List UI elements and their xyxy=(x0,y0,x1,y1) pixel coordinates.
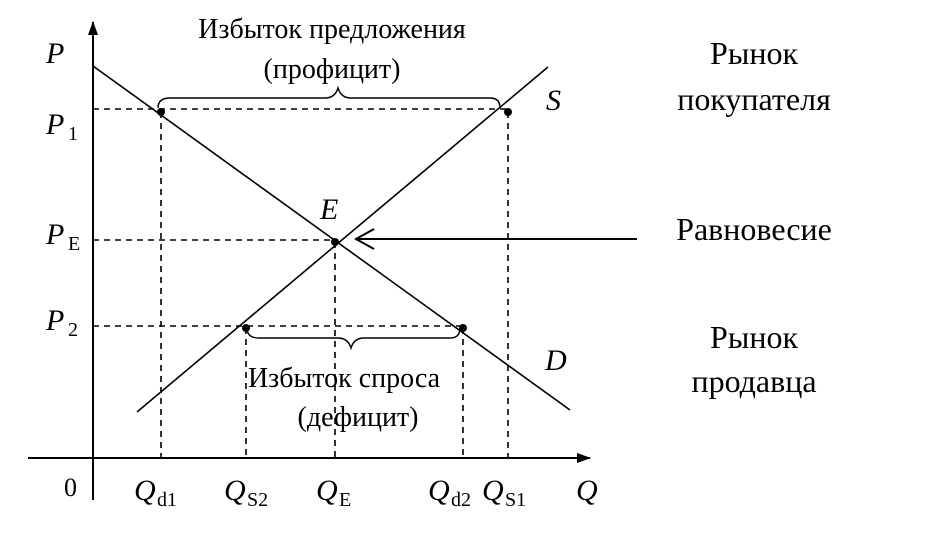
demand-label: D xyxy=(544,344,567,377)
quantity-guides xyxy=(160,112,509,458)
qd1-main: Q xyxy=(134,474,156,507)
quantity-label-qe: Q E xyxy=(316,474,351,511)
price-guides xyxy=(93,108,508,327)
surplus-annotation-line1: Избыток предложения xyxy=(198,14,466,45)
demand-curve xyxy=(92,65,571,411)
quantity-label-qd2: Q d2 xyxy=(428,474,471,511)
shortage-annotation-line2: (дефицит) xyxy=(298,402,419,433)
buyers-market-line1: Рынок xyxy=(710,35,798,71)
equilibrium-side-label: Равновесие xyxy=(676,211,832,247)
quantity-label-qd1: Q d1 xyxy=(134,474,177,511)
surplus-brace xyxy=(157,85,501,109)
qd2-sub: d2 xyxy=(451,489,471,511)
equilibrium-label: E xyxy=(319,193,338,226)
surplus-annotation-line2: (профицит) xyxy=(264,54,401,85)
p2-main: P xyxy=(45,304,64,337)
point-equilibrium xyxy=(331,238,339,246)
buyers-market-line2: покупателя xyxy=(677,81,831,117)
x-axis-label: Q xyxy=(576,474,598,507)
qd1-sub: d1 xyxy=(157,489,177,511)
qd2-main: Q xyxy=(428,474,450,507)
points xyxy=(157,108,512,332)
point-qs1-p1 xyxy=(504,108,512,116)
shortage-brace xyxy=(246,327,461,351)
supply-label: S xyxy=(546,84,561,117)
price-label-p2: P 2 xyxy=(45,304,78,341)
qs2-sub: S2 xyxy=(247,489,268,511)
origin-label: 0 xyxy=(64,473,77,502)
sellers-market-line2: продавца xyxy=(691,363,816,399)
p2-sub: 2 xyxy=(68,319,78,341)
quantity-label-qs1: Q S1 xyxy=(482,474,526,511)
qs1-sub: S1 xyxy=(505,489,526,511)
price-label-pe: P E xyxy=(45,218,80,255)
qs1-main: Q xyxy=(482,474,504,507)
point-qd2-p2 xyxy=(459,324,467,332)
qs2-main: Q xyxy=(224,474,246,507)
sellers-market-line1: Рынок xyxy=(710,319,798,355)
price-label-p1: P 1 xyxy=(45,108,78,145)
equilibrium-arrowhead xyxy=(353,228,375,250)
pe-main: P xyxy=(45,218,64,251)
p1-sub: 1 xyxy=(68,123,78,145)
quantity-label-qs2: Q S2 xyxy=(224,474,268,511)
y-axis-label: P xyxy=(45,37,64,70)
supply-curve xyxy=(136,66,549,413)
shortage-annotation-line1: Избыток спроса xyxy=(248,363,441,394)
pe-sub: E xyxy=(68,233,80,255)
p1-main: P xyxy=(45,108,64,141)
point-qd1-p1 xyxy=(157,108,165,116)
point-qs2-p2 xyxy=(242,324,250,332)
qe-main: Q xyxy=(316,474,338,507)
qe-sub: E xyxy=(339,489,351,511)
